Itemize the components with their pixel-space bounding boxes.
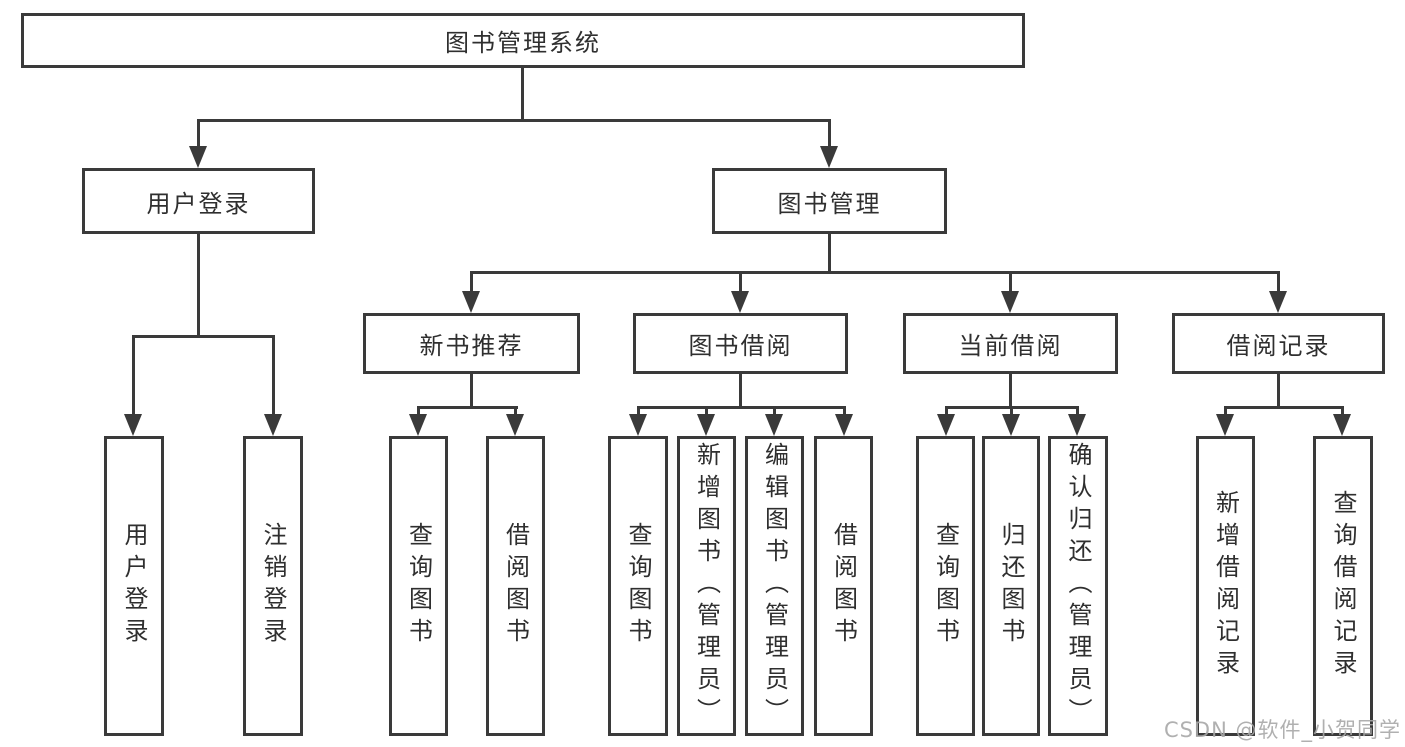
connector-vline: [1076, 406, 1079, 416]
connector-vline: [514, 406, 517, 416]
connector-vline: [828, 119, 831, 148]
connector-hline: [470, 271, 1280, 274]
node-label: 图书管理系统: [445, 29, 601, 57]
connector-vline: [197, 234, 200, 335]
connector-vline: [637, 406, 640, 416]
arrowhead-down-icon: [765, 414, 783, 436]
leaf-logout: 注销登录: [243, 436, 303, 736]
node-label: 新书推荐: [419, 332, 524, 360]
connector-vline: [1224, 406, 1227, 416]
arrowhead-down-icon: [1068, 414, 1086, 436]
connector-vline: [417, 406, 420, 416]
leaf-current-return-books: 归还图书: [982, 436, 1040, 736]
node-label: 借阅图书: [501, 522, 530, 650]
leaf-borrowing-edit-books: 编辑图书（管理员）: [745, 436, 804, 736]
connector-vline: [1277, 374, 1280, 406]
node-label: 用户登录: [120, 522, 148, 650]
node-user-login: 用户登录: [82, 168, 315, 234]
watermark: CSDN @软件_小贺同学: [1163, 718, 1401, 742]
connector-vline: [197, 119, 200, 148]
connector-vline: [1009, 271, 1012, 293]
connector-vline: [739, 374, 742, 406]
leaf-current-confirm-return: 确认归还（管理员）: [1048, 436, 1108, 736]
node-label: 查询借阅记录: [1329, 490, 1357, 682]
leaf-borrowing-borrow-books: 借阅图书: [814, 436, 873, 736]
arrowhead-down-icon: [1002, 414, 1020, 436]
connector-hline: [637, 406, 845, 409]
node-label: 图书管理: [777, 189, 882, 218]
connector-vline: [470, 271, 473, 293]
leaf-recommend-query-books: 查询图书: [389, 436, 448, 736]
arrowhead-down-icon: [629, 414, 647, 436]
node-label: 借阅图书: [829, 522, 858, 650]
node-current-borrowing: 当前借阅: [903, 313, 1118, 374]
arrowhead-down-icon: [1333, 414, 1351, 436]
leaf-borrowing-query-books: 查询图书: [608, 436, 668, 736]
connector-vline: [470, 374, 473, 406]
connector-vline: [739, 271, 742, 293]
arrowhead-down-icon: [189, 146, 207, 168]
node-label: 新增图书（管理员）: [692, 442, 721, 730]
connector-hline: [197, 119, 831, 122]
node-root: 图书管理系统: [21, 13, 1025, 68]
arrowhead-down-icon: [1216, 414, 1234, 436]
node-label: 当前借阅: [958, 332, 1063, 360]
arrowhead-down-icon: [409, 414, 427, 436]
node-label: 归还图书: [997, 522, 1025, 650]
leaf-recommend-borrow-books: 借阅图书: [486, 436, 545, 736]
connector-vline: [132, 335, 135, 415]
arrowhead-down-icon: [937, 414, 955, 436]
arrowhead-down-icon: [264, 414, 282, 436]
arrowhead-down-icon: [462, 291, 480, 313]
node-label: 借阅记录: [1226, 332, 1331, 360]
arrowhead-down-icon: [124, 414, 142, 436]
connector-hline: [1224, 406, 1343, 409]
node-book-borrowing: 图书借阅: [633, 313, 848, 374]
connector-vline: [773, 406, 776, 416]
arrowhead-down-icon: [1001, 291, 1019, 313]
node-label: 图书借阅: [688, 332, 793, 360]
connector-hline: [417, 406, 518, 409]
arrowhead-down-icon: [820, 146, 838, 168]
leaf-current-query-books: 查询图书: [916, 436, 975, 736]
arrowhead-down-icon: [731, 291, 749, 313]
node-label: 查询图书: [931, 522, 960, 650]
node-label: 编辑图书（管理员）: [760, 442, 789, 730]
connector-vline: [705, 406, 708, 416]
node-label: 用户登录: [146, 189, 251, 218]
node-borrowing-records: 借阅记录: [1172, 313, 1385, 374]
arrowhead-down-icon: [1269, 291, 1287, 313]
connector-hline: [132, 335, 275, 338]
leaf-borrowing-add-books: 新增图书（管理员）: [677, 436, 736, 736]
connector-vline: [828, 234, 831, 271]
node-label: 查询图书: [404, 522, 433, 650]
node-label: 注销登录: [259, 522, 287, 650]
leaf-user-login: 用户登录: [104, 436, 164, 736]
connector-vline: [521, 68, 524, 119]
node-label: 确认归还（管理员）: [1064, 442, 1092, 730]
connector-vline: [843, 406, 846, 416]
connector-vline: [1341, 406, 1344, 416]
node-label: 新增借阅记录: [1211, 490, 1240, 682]
arrowhead-down-icon: [697, 414, 715, 436]
connector-vline: [272, 335, 275, 415]
leaf-records-query-record: 查询借阅记录: [1313, 436, 1373, 736]
leaf-records-add-record: 新增借阅记录: [1196, 436, 1255, 736]
connector-vline: [1009, 374, 1012, 406]
node-book-management: 图书管理: [712, 168, 947, 234]
connector-vline: [945, 406, 948, 416]
connector-vline: [1010, 406, 1013, 416]
node-label: 查询图书: [624, 522, 652, 650]
arrowhead-down-icon: [835, 414, 853, 436]
node-new-book-recommend: 新书推荐: [363, 313, 580, 374]
arrowhead-down-icon: [506, 414, 524, 436]
connector-vline: [1277, 271, 1280, 293]
